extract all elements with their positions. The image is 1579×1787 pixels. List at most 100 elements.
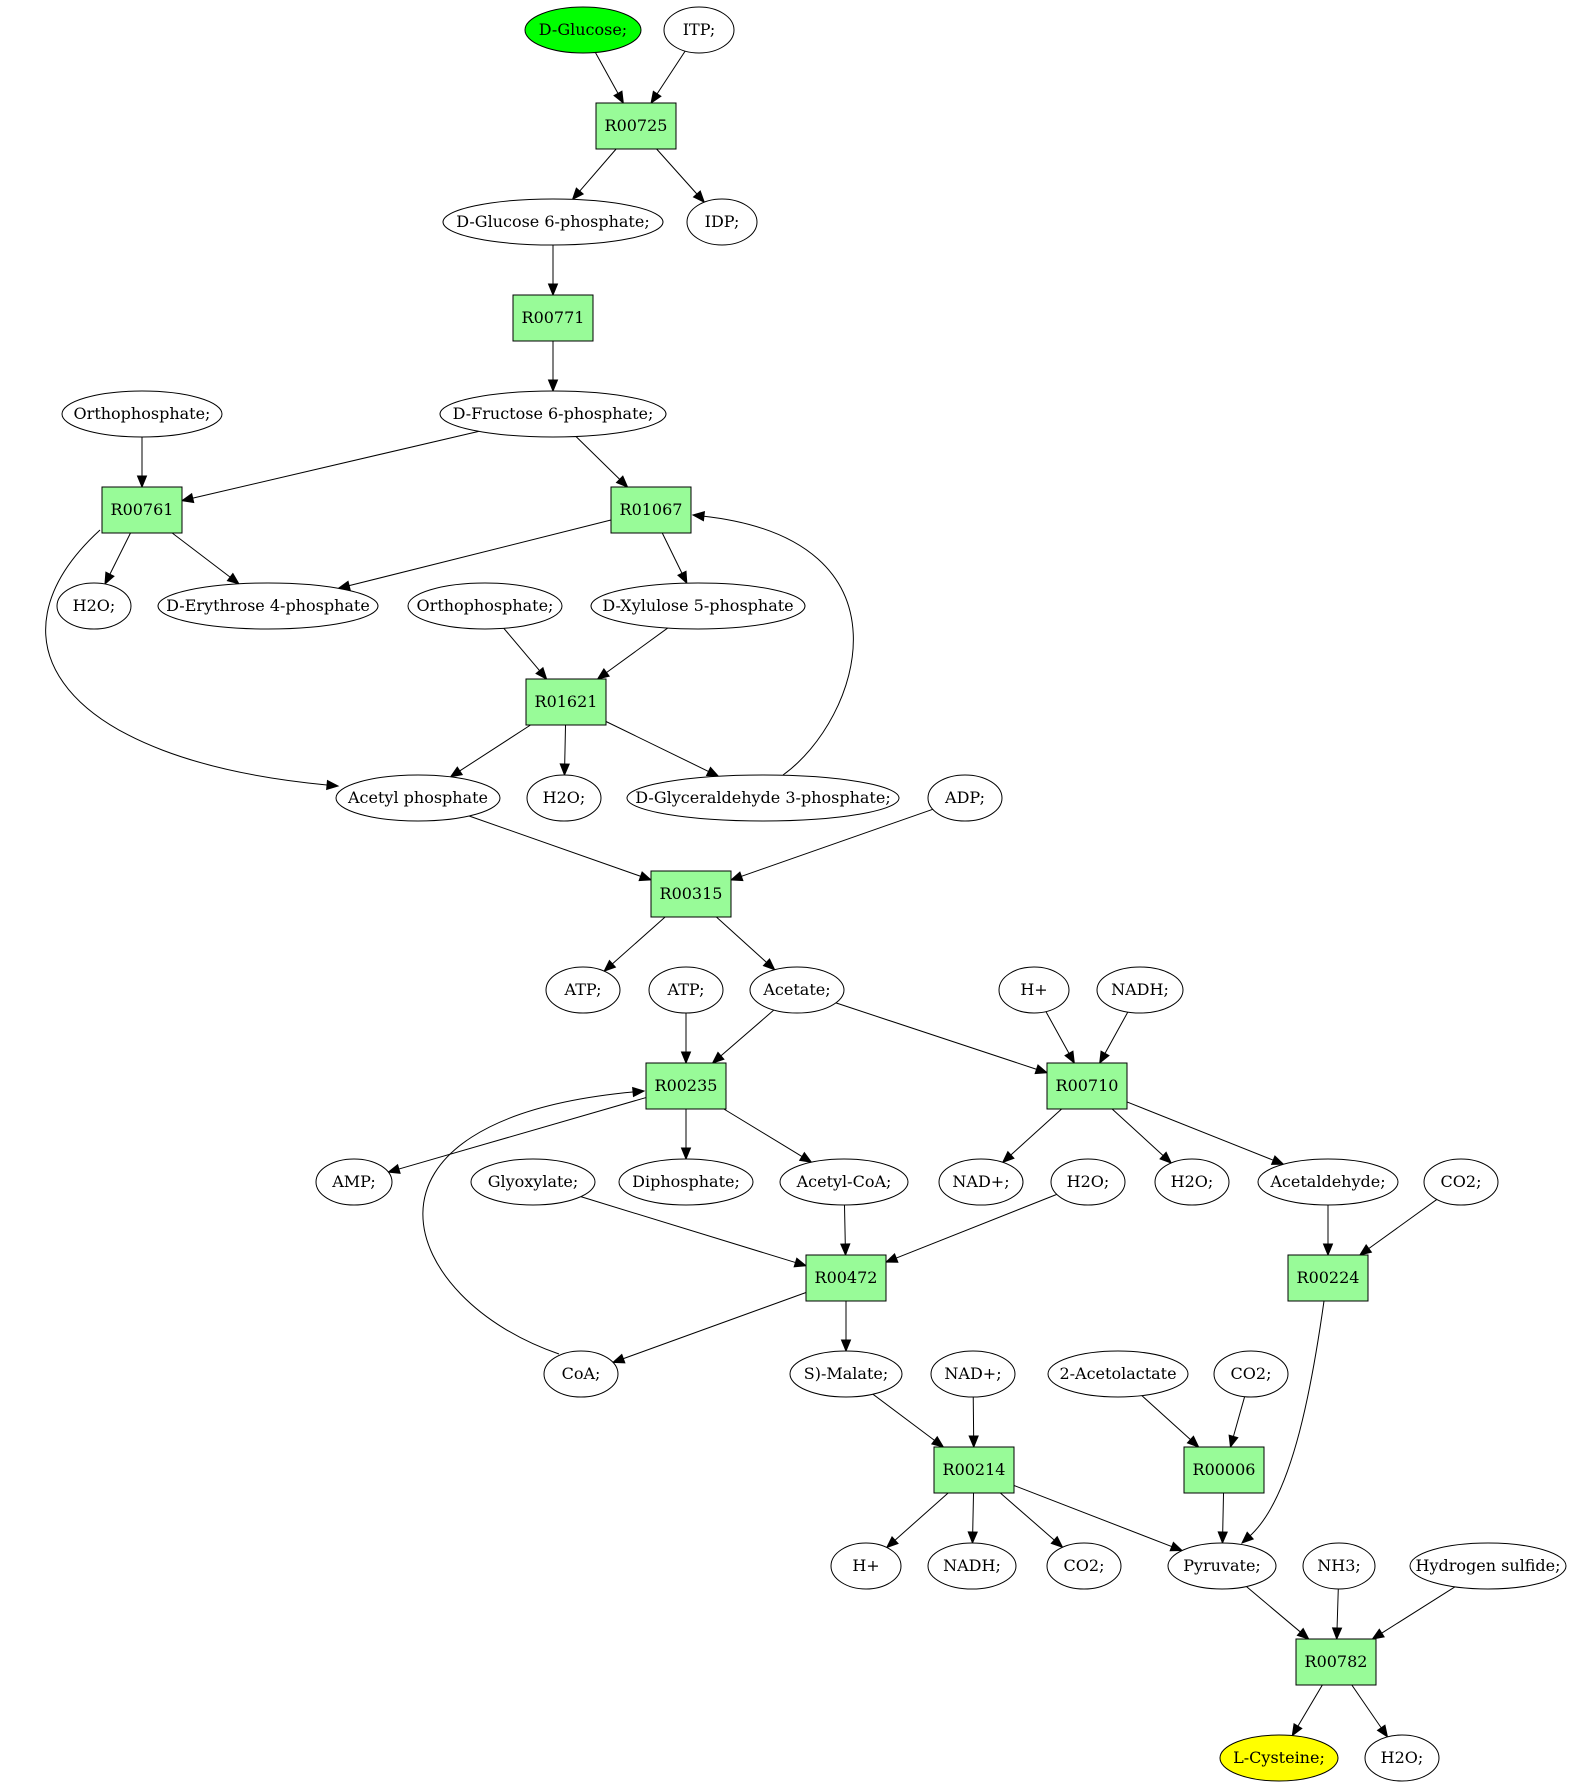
compound-node-c_co2_2[interactable]: CO2; [1213, 1350, 1289, 1398]
arrowhead [632, 1086, 646, 1098]
edge-c_nadh1-to-r00710 [1099, 1011, 1129, 1065]
compound-node-c_h2o_1[interactable]: H2O; [56, 582, 132, 630]
reaction-node-r00235[interactable]: R00235 [645, 1062, 727, 1110]
reaction-node-r00725[interactable]: R00725 [595, 102, 677, 150]
compound-node-c_co2_3[interactable]: CO2; [1046, 1542, 1122, 1590]
edge-c_acetald-to-r00224 [1322, 1205, 1334, 1257]
node-label: NAD+; [944, 1364, 1001, 1383]
compound-node-c_hplus1[interactable]: H+ [998, 966, 1070, 1014]
compound-node-c_glyox[interactable]: Glyoxylate; [470, 1158, 596, 1206]
compound-ellipse [779, 1158, 909, 1206]
compound-node-c_h2o_2[interactable]: H2O; [526, 774, 602, 822]
edge-r00725-to-c_idp [656, 148, 706, 204]
edge-r00315-to-c_atp1 [603, 916, 666, 973]
reaction-node-r00710[interactable]: R00710 [1046, 1062, 1128, 1110]
compound-node-c_h2s[interactable]: Hydrogen sulfide; [1409, 1542, 1567, 1590]
reaction-box [610, 486, 692, 534]
edge-line [872, 1393, 936, 1442]
compound-node-c_f6p[interactable]: D-Fructose 6-phosphate; [439, 390, 667, 438]
compound-node-c_amp[interactable]: AMP; [315, 1158, 393, 1206]
compound-node-c_h2o_3[interactable]: H2O; [1050, 1158, 1126, 1206]
edge-r01621-to-c_g3p [605, 721, 720, 777]
reaction-node-r01067[interactable]: R01067 [610, 486, 692, 534]
compound-node-c_nadp2[interactable]: NAD+; [930, 1350, 1016, 1398]
compound-node-c_acetald[interactable]: Acetaldehyde; [1257, 1158, 1399, 1206]
compound-node-c_lcys[interactable]: L-Cysteine; [1219, 1734, 1339, 1782]
reaction-box [101, 486, 183, 534]
compound-ellipse [315, 1158, 393, 1206]
compound-node-c_g3p[interactable]: D-Glyceraldehyde 3-phosphate; [626, 774, 900, 822]
compound-node-c_itp[interactable]: ITP; [663, 6, 735, 54]
edge-r00235-to-c_diphos [680, 1109, 692, 1161]
reaction-node-r01621[interactable]: R01621 [525, 678, 607, 726]
compound-node-c_nadh2[interactable]: NADH; [927, 1542, 1017, 1590]
compound-node-c_ortho1[interactable]: Orthophosphate; [61, 390, 223, 438]
reaction-node-r00771[interactable]: R00771 [512, 294, 594, 342]
node-label: R01067 [620, 500, 683, 519]
compound-node-c_pyruvate[interactable]: Pyruvate; [1167, 1542, 1277, 1590]
edge-r00472-to-c_malate [840, 1301, 852, 1353]
reaction-node-r00315[interactable]: R00315 [650, 870, 732, 918]
compound-node-c_nh3[interactable]: NH3; [1302, 1542, 1376, 1590]
compound-ellipse [545, 966, 621, 1014]
compound-ellipse [1154, 1158, 1230, 1206]
reaction-node-r00214[interactable]: R00214 [933, 1446, 1015, 1494]
compound-node-c_co2_1[interactable]: CO2; [1423, 1158, 1499, 1206]
edge-line [1111, 1108, 1165, 1157]
compound-node-c_atp1[interactable]: ATP; [545, 966, 621, 1014]
compound-node-c_h2o_4[interactable]: H2O; [1154, 1158, 1230, 1206]
reaction-box [512, 294, 594, 342]
node-label: L-Cysteine; [1233, 1748, 1325, 1767]
node-label: IDP; [705, 212, 740, 231]
edge-line [1222, 1492, 1225, 1534]
compound-node-c_acetolac[interactable]: 2-Acetolactate [1047, 1350, 1189, 1398]
reaction-node-r00006[interactable]: R00006 [1183, 1446, 1265, 1494]
node-label: ITP; [683, 20, 716, 39]
compound-node-c_nadh1[interactable]: NADH; [1096, 966, 1184, 1014]
node-label: NADH; [943, 1556, 1001, 1575]
edge-line [740, 808, 933, 878]
arrowhead [1322, 1243, 1334, 1257]
compound-ellipse [998, 966, 1070, 1014]
arrowhead [615, 475, 629, 488]
reaction-node-r00472[interactable]: R00472 [805, 1254, 887, 1302]
compound-node-c_e4p[interactable]: D-Erythrose 4-phosphate [157, 582, 379, 630]
edge-r00472-to-c_coa [611, 1292, 807, 1364]
arrowhead [692, 190, 706, 204]
edge-line [1367, 1199, 1438, 1250]
reaction-node-r00782[interactable]: R00782 [1295, 1638, 1377, 1686]
compound-node-c_x5p[interactable]: D-Xylulose 5-phosphate [590, 582, 806, 630]
compound-node-c_coa[interactable]: CoA; [543, 1350, 619, 1398]
compound-node-c_atp2[interactable]: ATP; [648, 966, 724, 1014]
compound-node-c_hplus2[interactable]: H+ [830, 1542, 902, 1590]
reaction-node-r00761[interactable]: R00761 [101, 486, 183, 534]
compound-node-c_h2o_5[interactable]: H2O; [1364, 1734, 1440, 1782]
compound-node-c_ortho2[interactable]: Orthophosphate; [407, 582, 563, 630]
compound-node-c_malate[interactable]: S)-Malate; [789, 1350, 903, 1398]
reaction-node-r00224[interactable]: R00224 [1287, 1254, 1369, 1302]
edge-line [109, 532, 131, 576]
edge-c_h2o_3-to-r00472 [884, 1193, 1057, 1263]
compound-node-c_idp[interactable]: IDP; [686, 198, 758, 246]
edge-line [171, 532, 232, 579]
compound-node-c_acetate[interactable]: Acetate; [749, 966, 845, 1014]
compound-ellipse [407, 582, 563, 630]
compound-node-c_nadp1[interactable]: NAD+; [938, 1158, 1024, 1206]
edge-c_itp-to-r00725 [650, 50, 686, 105]
compound-node-c_acoa[interactable]: Acetyl-CoA; [779, 1158, 909, 1206]
compound-node-c_dglucose[interactable]: D-Glucose; [524, 6, 642, 54]
compound-node-c_g6p[interactable]: D-Glucose 6-phosphate; [442, 198, 664, 246]
arrowhead [680, 1147, 692, 1161]
arrowhead [967, 1531, 978, 1545]
node-label: H2O; [1381, 1748, 1424, 1767]
arrowhead [571, 187, 585, 201]
compound-node-c_diphos[interactable]: Diphosphate; [618, 1158, 754, 1206]
reaction-box [1295, 1638, 1377, 1686]
node-label: D-Xylulose 5-phosphate [602, 596, 793, 615]
compound-node-c_acetylp[interactable]: Acetyl phosphate [335, 774, 501, 822]
edge-r00782-to-c_h2o_5 [1351, 1684, 1389, 1738]
compound-node-c_adp[interactable]: ADP; [927, 774, 1003, 822]
node-label: ADP; [944, 788, 985, 807]
edge-c_nh3-to-r00782 [1331, 1588, 1343, 1641]
node-label: ATP; [564, 980, 602, 999]
